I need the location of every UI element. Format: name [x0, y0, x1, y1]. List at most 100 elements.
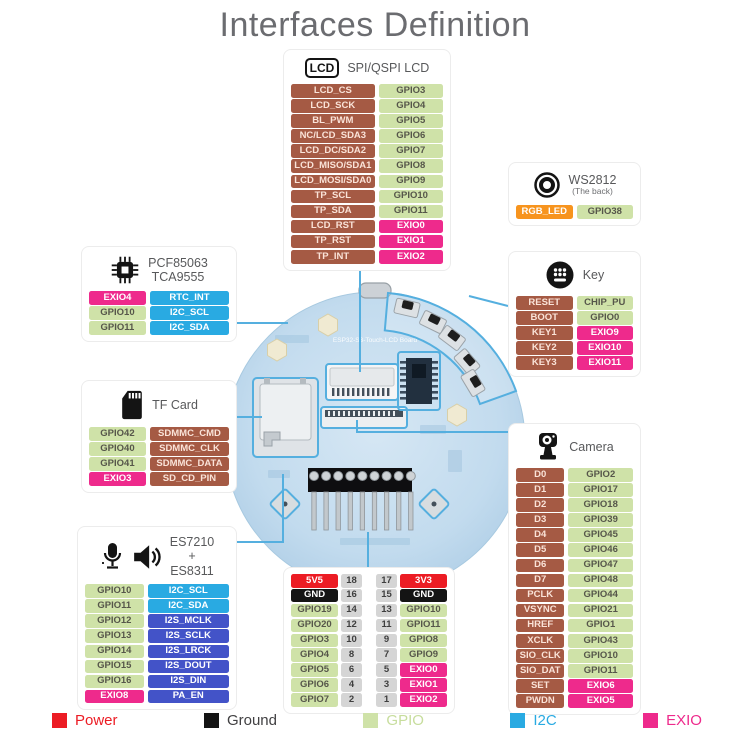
- pin-pill: EXIO9: [576, 326, 633, 340]
- pin-map-row: EXIO4 RTC_INT: [89, 291, 229, 305]
- lcd-panel-header: LCD SPI/QSPI LCD: [291, 58, 443, 78]
- pin-pill: GPIO11: [378, 204, 443, 219]
- pin-row-gap: [365, 589, 373, 603]
- pin-map-row: GPIO15 I2S_DOUT: [85, 659, 229, 674]
- led-icon: [533, 172, 560, 198]
- pin-map-row: BL_PWM GPIO5: [291, 114, 443, 128]
- button-graphic: [419, 310, 447, 334]
- pin-number: 15: [376, 588, 397, 603]
- pin-map-row: LCD_SCK GPIO4: [291, 99, 443, 113]
- pin-map-row: LCD_RST EXIO0: [291, 219, 443, 234]
- pin-header-row: GPIO6 4 3 EXIO1: [291, 678, 447, 692]
- signal-pill: LCD_MISO/SDA1: [291, 159, 375, 173]
- signal-pill: D6: [516, 558, 565, 573]
- pin-pill: EXIO3: [89, 472, 146, 486]
- pin-number: 13: [376, 603, 397, 618]
- pin-pill: GPIO7: [291, 693, 338, 707]
- lcd-fpc-connector: [325, 363, 399, 401]
- pin-pill: GPIO1: [568, 618, 633, 633]
- signal-pill: D4: [516, 528, 565, 542]
- pin-pill: GPIO16: [85, 674, 144, 689]
- pin-map-row: LCD_DC/SDA2 GPIO7: [291, 144, 443, 158]
- pin-pill: GPIO48: [568, 573, 633, 588]
- legend-label: Power: [75, 712, 118, 729]
- pin-header-panel: 5V5 18 17 3V3 GND 16 15 GND GPIO19 14: [283, 567, 455, 714]
- pin-pill: GPIO3: [291, 633, 338, 648]
- rtc-panel: PCF85063 TCA9555 EXIO4 RTC_INT GPIO10 I2…: [81, 246, 237, 342]
- pin-row-gap: [365, 619, 373, 633]
- pin-number: 16: [341, 588, 362, 603]
- pin-number: 18: [341, 574, 362, 588]
- pin-pill: GPIO18: [568, 498, 633, 512]
- pin-header-row: GPIO19 14 13 GPIO10: [291, 603, 447, 618]
- signal-pill: TP_RST: [291, 234, 375, 249]
- pin-map-row: SIO_DAT GPIO11: [516, 664, 633, 678]
- keypad-icon: [546, 261, 574, 289]
- ws2812-panel-subtitle: (The back): [572, 186, 613, 197]
- legend-item: Ground: [203, 712, 277, 729]
- signal-pill: LCD_DC/SDA2: [291, 144, 375, 158]
- legend-label: Ground: [226, 712, 277, 729]
- pin-map-row: LCD_CS GPIO3: [291, 84, 443, 98]
- pin-map-row: D5 GPIO46: [516, 543, 633, 557]
- pin-number: 8: [341, 648, 362, 662]
- pin-pill: GPIO40: [89, 442, 146, 456]
- signal-pill: TP_INT: [291, 250, 375, 264]
- signal-pill: I2S_SCLK: [147, 629, 229, 643]
- pin-map-row: TP_INT EXIO2: [291, 250, 443, 264]
- pin-pill: GPIO6: [378, 129, 443, 143]
- pin-row-gap: [365, 678, 373, 692]
- signal-pill: I2C_SDA: [149, 321, 229, 335]
- pin-map-row: KEY1 EXIO9: [516, 326, 633, 340]
- standoff-hexes: [267, 313, 467, 427]
- pin-number: 1: [376, 693, 397, 707]
- camera-panel: Camera D0 GPIO2 D1 GPIO17 D2 GPIO18: [508, 423, 641, 715]
- tf-card-panel-title: TF Card: [152, 398, 198, 412]
- pin-pill: GPIO44: [568, 588, 633, 603]
- pin-header-row: GPIO5 6 5 EXIO0: [291, 663, 447, 677]
- camera-panel-title: Camera: [569, 440, 614, 454]
- rtc-panel-title-line2: TCA9555: [151, 270, 205, 284]
- signal-pill: NC/LCD_SDA3: [291, 129, 375, 143]
- pin-pill: GPIO8: [378, 159, 443, 173]
- pin-map-row: GPIO13 I2S_SCLK: [85, 629, 229, 643]
- pin-header-graphic: [308, 468, 416, 531]
- pin-pill: CHIP_PU: [576, 296, 633, 310]
- pin-pill: GND: [400, 588, 447, 603]
- pin-row-gap: [365, 574, 373, 588]
- pin-pill: GPIO4: [378, 99, 443, 113]
- signal-pill: KEY3: [516, 356, 573, 370]
- pin-map-row: GPIO11 I2C_SDA: [89, 321, 229, 335]
- legend-item: I2C: [510, 712, 557, 729]
- pin-pill: GPIO5: [291, 663, 338, 677]
- pin-pill: GPIO15: [85, 659, 144, 674]
- pin-number: 3: [376, 678, 397, 692]
- key-pin-map: RESET CHIP_PU BOOT GPIO0 KEY1 EXIO9 KEY2…: [516, 296, 633, 370]
- pin-pill: GPIO9: [400, 648, 447, 662]
- rtc-panel-header: PCF85063 TCA9555: [89, 255, 229, 285]
- pin-map-row: LCD_MOSI/SDA0 GPIO9: [291, 174, 443, 189]
- pin-pill: GPIO20: [291, 618, 338, 633]
- signal-pill: I2C_SCL: [149, 306, 229, 320]
- signal-pill: D3: [516, 513, 565, 527]
- rtc-panel-title-line1: PCF85063: [148, 255, 208, 270]
- signal-pill: TP_SCL: [291, 189, 375, 204]
- board-photo: ESP32-S3-Touch-LCD Board W: [224, 282, 526, 593]
- pin-number: 7: [376, 648, 397, 662]
- pin-map-row: GPIO11 I2C_SDA: [85, 599, 229, 613]
- pin-pill: GPIO11: [85, 599, 144, 613]
- signal-pill: BOOT: [516, 311, 573, 325]
- pin-pill: GPIO10: [568, 649, 633, 663]
- camera-pin-map: D0 GPIO2 D1 GPIO17 D2 GPIO18 D3 GPIO39: [516, 468, 633, 708]
- signal-pill: RESET: [516, 296, 573, 310]
- pin-map-row: D3 GPIO39: [516, 513, 633, 527]
- pin-pill: EXIO2: [400, 693, 447, 707]
- pin-map-row: TP_SCL GPIO10: [291, 189, 443, 204]
- pin-number: 11: [376, 618, 397, 633]
- key-panel-title: Key: [582, 268, 605, 282]
- rtc-pin-map: EXIO4 RTC_INT GPIO10 I2C_SCL GPIO11 I2C_…: [89, 291, 229, 335]
- signal-pill: SET: [516, 679, 565, 693]
- pin-pill: GPIO10: [378, 189, 443, 204]
- legend-swatch: [363, 713, 379, 728]
